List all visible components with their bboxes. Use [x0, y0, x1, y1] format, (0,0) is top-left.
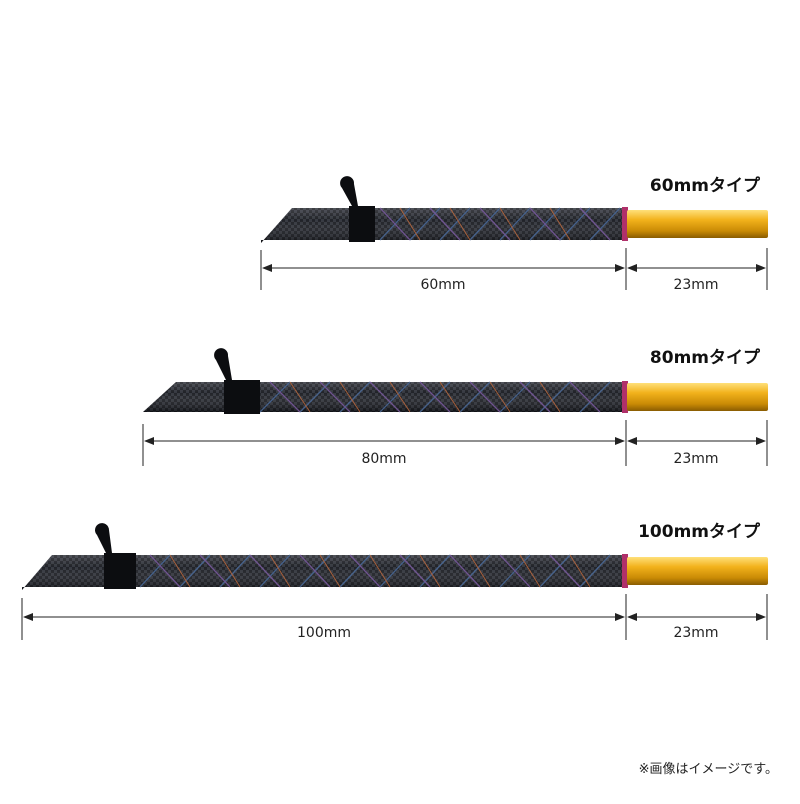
gold-tip — [627, 557, 768, 585]
variant-title-80mm: 80mmタイプ — [649, 348, 760, 368]
trigger-ring — [349, 206, 375, 242]
gold-tip — [627, 210, 768, 238]
variant-title-60mm: 60mmタイプ — [649, 176, 760, 196]
tip-length-label-80mm: 23mm — [673, 451, 719, 467]
gold-tip — [627, 383, 768, 411]
trigger-ring — [104, 553, 136, 589]
variant-title-100mm: 100mmタイプ — [638, 522, 760, 542]
grip-length-label-100mm: 100mm — [297, 625, 351, 641]
thread-wrap — [139, 554, 611, 588]
image-disclaimer-note: ※画像はイメージです。 — [638, 762, 778, 777]
grip-100mm — [21, 523, 768, 640]
trigger-hook — [95, 523, 112, 553]
trigger-hook — [214, 348, 232, 380]
tip-length-label-100mm: 23mm — [673, 625, 719, 641]
grip-60mm — [260, 176, 768, 290]
thread-wrap — [379, 207, 621, 241]
grip-80mm — [142, 348, 768, 466]
grip-length-label-60mm: 60mm — [420, 277, 466, 293]
grip-length-label-80mm: 80mm — [361, 451, 407, 467]
thread-wrap — [259, 381, 611, 413]
trigger-hook — [340, 176, 358, 206]
tip-length-label-60mm: 23mm — [673, 277, 719, 293]
trigger-ring — [224, 380, 260, 414]
